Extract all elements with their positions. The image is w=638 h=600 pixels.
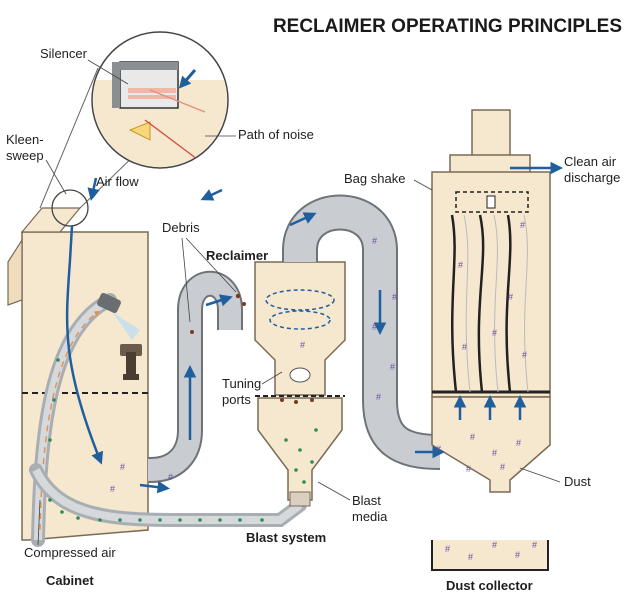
- svg-text:#: #: [110, 484, 115, 494]
- dust-collector-drawer: [431, 540, 549, 571]
- svg-text:#: #: [436, 444, 441, 454]
- label-dust: Dust: [564, 474, 591, 489]
- labels: Silencer Path of noise Kleen- sweep Air …: [6, 46, 620, 593]
- blast-nozzle: [97, 292, 121, 314]
- label-debris: Debris: [162, 220, 200, 235]
- svg-text:#: #: [466, 464, 471, 474]
- label-tuning: Tuning: [222, 376, 261, 391]
- flow-arrows: [65, 161, 563, 494]
- label-cabinet: Cabinet: [46, 573, 94, 588]
- dust-particles: ### ### ### ### ### ### ### ### ##: [110, 220, 537, 562]
- label-compressed-air: Compressed air: [24, 545, 116, 560]
- label-silencer: Silencer: [40, 46, 88, 61]
- label-ports: ports: [222, 392, 251, 407]
- reclaimer-duct: [148, 270, 243, 483]
- svg-text:#: #: [520, 220, 525, 230]
- label-blast-system: Blast system: [246, 530, 326, 545]
- svg-text:#: #: [468, 552, 473, 562]
- label-reclaimer: Reclaimer: [206, 248, 268, 263]
- exhaust-duct: [282, 194, 441, 470]
- label-dust-collector: Dust collector: [446, 578, 533, 593]
- svg-text:#: #: [492, 448, 497, 458]
- svg-text:#: #: [508, 292, 513, 302]
- svg-text:#: #: [462, 342, 467, 352]
- svg-text:#: #: [445, 544, 450, 554]
- debris-particles: [190, 293, 314, 404]
- svg-text:#: #: [392, 292, 397, 302]
- label-blast: Blast: [352, 493, 381, 508]
- silencer-inset: [39, 31, 229, 227]
- svg-text:#: #: [300, 340, 305, 350]
- svg-text:#: #: [372, 236, 377, 246]
- svg-text:#: #: [500, 462, 505, 472]
- svg-text:#: #: [516, 438, 521, 448]
- svg-text:#: #: [458, 260, 463, 270]
- label-media: media: [352, 509, 388, 524]
- label-bag-shake: Bag shake: [344, 171, 405, 186]
- svg-text:#: #: [522, 350, 527, 360]
- label-air-flow: Air flow: [96, 174, 139, 189]
- svg-text:#: #: [532, 540, 537, 550]
- svg-text:#: #: [372, 322, 377, 332]
- svg-text:#: #: [390, 362, 395, 372]
- label-path-of-noise: Path of noise: [238, 127, 314, 142]
- reclaimer-body: [254, 261, 346, 507]
- svg-text:#: #: [515, 550, 520, 560]
- svg-text:#: #: [492, 540, 497, 550]
- blast-media-dots: [48, 358, 318, 522]
- svg-text:#: #: [376, 392, 381, 402]
- svg-text:#: #: [492, 328, 497, 338]
- svg-text:#: #: [470, 432, 475, 442]
- label-sweep: sweep: [6, 148, 44, 163]
- svg-text:#: #: [168, 472, 173, 482]
- diagram-title: RECLAIMER OPERATING PRINCIPLES: [273, 16, 622, 37]
- label-clean-air: Clean air: [564, 154, 617, 169]
- workpiece: [120, 344, 142, 380]
- label-kleen: Kleen-: [6, 132, 44, 147]
- label-discharge: discharge: [564, 170, 620, 185]
- svg-text:#: #: [120, 462, 125, 472]
